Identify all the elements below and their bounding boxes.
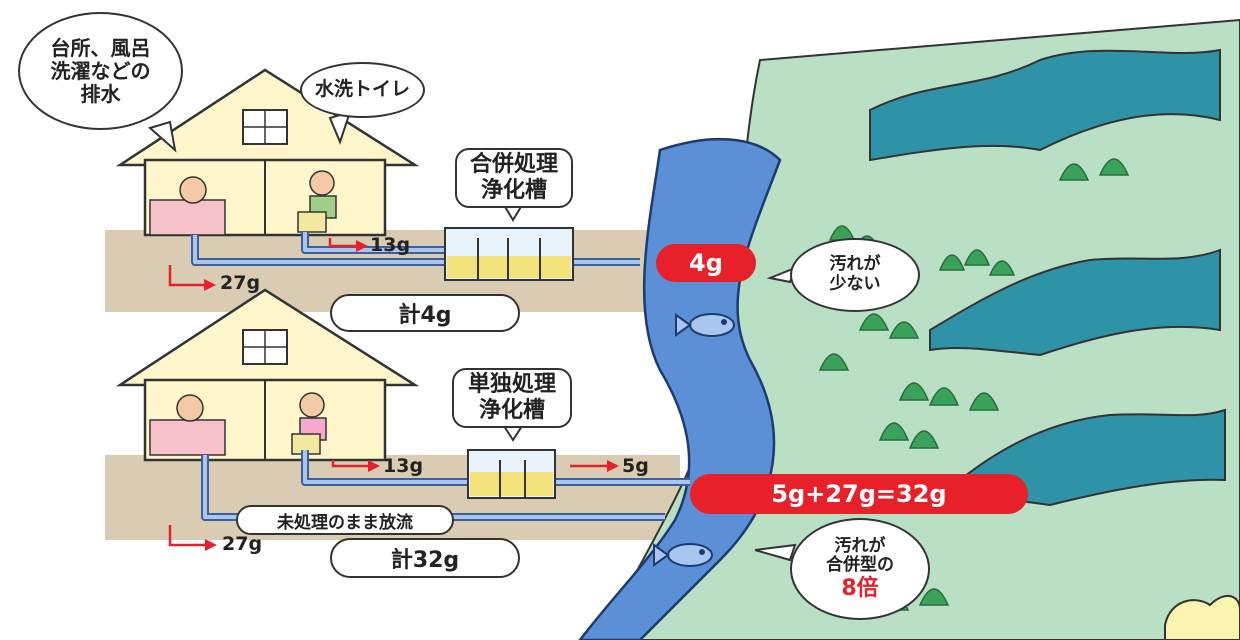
single-tank-label: 単独処理 浄化槽 — [452, 368, 572, 428]
less-dirty-line-2: 少ない — [829, 274, 881, 294]
toilet-bubble-text: 水洗トイレ — [314, 78, 410, 101]
less-dirty-bubble: 汚れが 少ない — [790, 238, 920, 312]
combined-tank-label: 合併処理 浄化槽 — [455, 148, 573, 208]
single-tank-output-amount: 5g — [622, 455, 649, 477]
kitchen-bubble-line-2: 洗濯などの — [50, 58, 151, 83]
kitchen-drain-bubble: 台所、風呂 洗濯などの 排水 — [18, 12, 183, 130]
combined-output: 4g — [656, 244, 756, 282]
combined-toilet-amount: 13g — [370, 234, 411, 256]
single-tank — [467, 449, 556, 499]
single-total: 計32g — [330, 538, 520, 578]
single-tank-label-line-1: 単独処理 — [467, 371, 556, 397]
dirty-multiplier: 8倍 — [841, 575, 879, 601]
mountain-peak-middle — [929, 248, 1221, 357]
dirty-line-1: 汚れが — [834, 535, 886, 556]
combined-drain-amount: 27g — [220, 272, 261, 294]
house-lower — [115, 288, 420, 462]
toilet-bubble: 水洗トイレ — [300, 62, 425, 118]
less-dirty-line-1: 汚れが — [829, 254, 881, 275]
untreated-label: 未処理のまま放流 — [236, 505, 454, 535]
mountain-peak-top — [869, 48, 1221, 162]
pipes-lower-inner — [203, 450, 690, 519]
single-tank-label-line-2: 浄化槽 — [478, 398, 545, 423]
red-arrows — [168, 238, 607, 547]
fish-upper — [675, 313, 735, 337]
combined-tank-label-line-1: 合併処理 — [469, 151, 558, 177]
combined-total: 計4g — [330, 294, 520, 332]
dirty-line-2: 合併型の — [826, 555, 894, 576]
single-toilet-amount: 13g — [383, 455, 424, 477]
kitchen-bubble-line-1: 台所、風呂 — [50, 35, 151, 60]
fish-lower — [653, 543, 713, 567]
bubble-tails — [147, 110, 797, 562]
kitchen-bubble-line-3: 排水 — [80, 81, 121, 106]
combined-tank-label-line-2: 浄化槽 — [480, 178, 547, 203]
dirty-comparison-bubble: 汚れが 合併型の 8倍 — [790, 518, 930, 620]
single-drain-amount: 27g — [222, 533, 263, 555]
red-arrowheads — [204, 240, 619, 551]
single-output-equation: 5g+27g=32g — [690, 474, 1028, 514]
combined-tank — [444, 227, 574, 281]
